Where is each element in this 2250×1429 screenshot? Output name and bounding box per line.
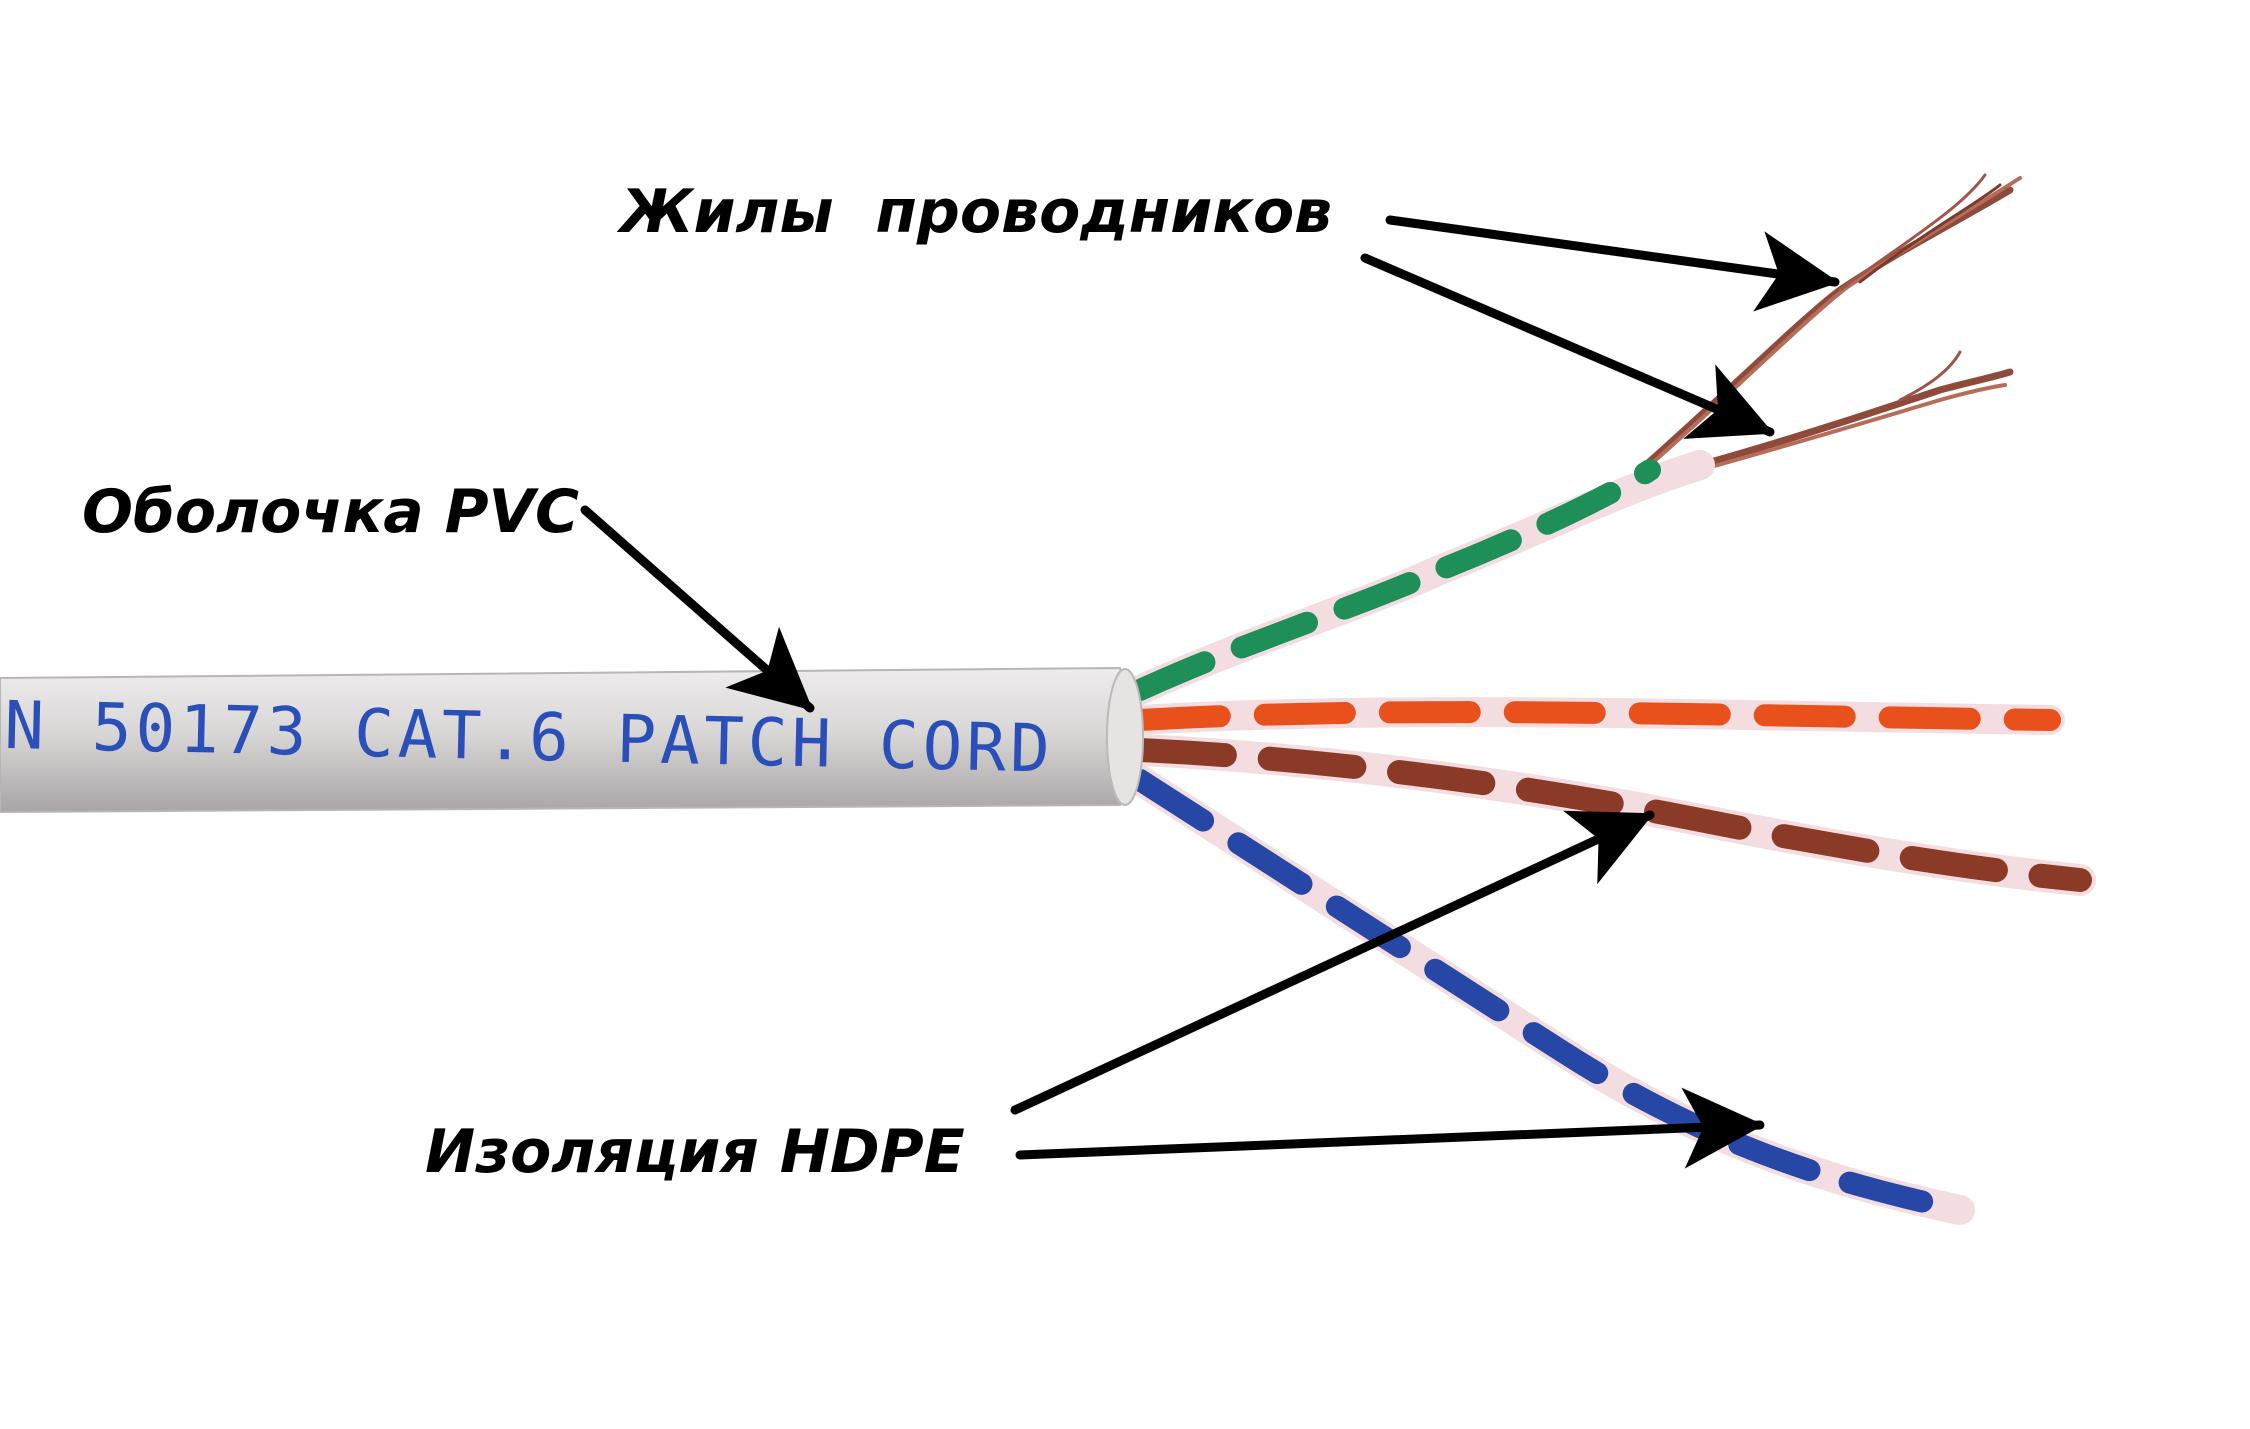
brown-pair-wire [1128,738,2092,892]
label-sheath: Оболочка PVC [82,477,579,547]
label-conductors: Жилы проводников [616,177,1332,247]
green-pair-wire [1129,459,1661,701]
copper-strand-c [1838,173,1987,292]
arrow-to-upper-strand [1385,215,1840,312]
arrow-to-blue-wire [1015,1087,1765,1169]
orange-pair-wire [1129,701,2061,731]
cable-jacket: EN 50173 CAT.6 PATCH CORD [0,666,1144,814]
callout-arrows [580,215,1840,1169]
copper-strand-f [1698,383,2007,472]
arrow-to-jacket [580,505,815,713]
label-insulation: Изоляция HDPE [425,1117,965,1187]
copper-strand-g [1898,350,1962,402]
twisted-pairs [1124,450,2096,1225]
arrow-to-brown-wire [1010,810,1655,1115]
copper-strands [1636,173,2022,474]
blue-pair-wire [1129,769,1971,1221]
arrow-to-lower-strand [1360,253,1775,439]
jacket-end [1106,668,1144,806]
copper-strand-e [1696,368,2014,469]
copper-strand-d [1858,183,2002,284]
